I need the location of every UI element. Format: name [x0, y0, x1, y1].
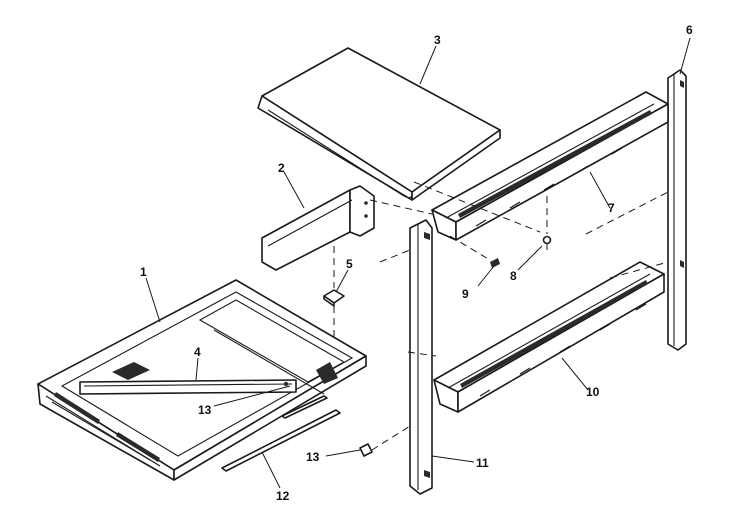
callout-3: 3	[434, 33, 441, 47]
part-8-screw	[542, 235, 552, 250]
part-9-screw	[490, 258, 500, 268]
part-4-cross-bar	[79, 379, 297, 395]
part-2-bracket	[261, 185, 375, 271]
callout-10: 10	[586, 385, 600, 399]
callout-13-upper: 13	[198, 403, 212, 417]
callout-9: 9	[462, 287, 469, 301]
part-5-plug	[323, 289, 345, 307]
callout-1: 1	[140, 265, 147, 279]
assembly-lines	[333, 181, 669, 451]
callout-5: 5	[346, 257, 353, 271]
part-1-tray	[37, 279, 367, 481]
part-7-upper-rail	[431, 91, 669, 241]
part-13-screw-lower	[359, 443, 373, 457]
callout-7: 7	[608, 201, 615, 215]
callout-11: 11	[476, 456, 489, 470]
callout-8: 8	[510, 269, 517, 283]
part-10-lower-rail	[433, 261, 665, 413]
callout-labels: 1 2 3 4 5 6 7 8 9 10 11 12 13 13	[140, 23, 693, 503]
leader-lines	[145, 37, 691, 489]
callout-4: 4	[194, 345, 201, 359]
part-12-strip	[221, 395, 341, 472]
part-6-right-upright	[667, 69, 687, 351]
callout-12: 12	[276, 489, 290, 503]
part-11-left-upright	[409, 219, 433, 495]
callout-2: 2	[278, 161, 285, 175]
part-3-top-panel	[257, 47, 501, 201]
callout-13-lower: 13	[306, 450, 320, 464]
callout-6: 6	[686, 23, 693, 37]
